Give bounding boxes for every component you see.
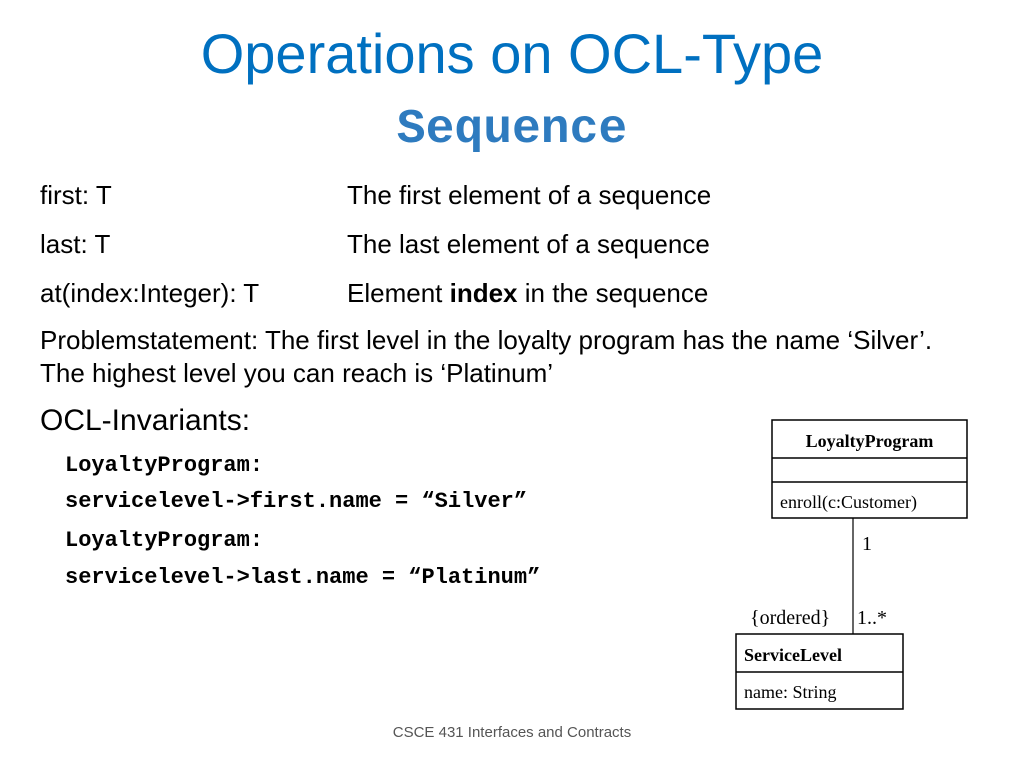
slide-title: Operations on OCL-Type	[200, 22, 824, 85]
slide-footer: CSCE 431 Interfaces and Contracts	[392, 724, 632, 741]
ocl-line-context-1: LoyaltyProgram:	[65, 453, 264, 478]
ocl-invariants-heading: OCL-Invariants:	[40, 404, 251, 437]
ocl-line-invariant-2: servicelevel->last.name = “Platinum”	[65, 565, 541, 590]
operation-description: The last element of a sequence	[347, 229, 710, 259]
class-loyaltyprogram: LoyaltyProgram enroll(c:Customer)	[771, 419, 968, 519]
operation-signature: first: T	[40, 180, 112, 210]
attribute-name: name: String	[744, 682, 837, 702]
operation-signature: last: T	[40, 229, 111, 259]
class-servicelevel: ServiceLevel name: String	[735, 633, 904, 710]
ocl-line-context-2: LoyaltyProgram:	[65, 528, 264, 553]
ocl-line-invariant-1: servicelevel->first.name = “Silver”	[65, 489, 528, 514]
operation-description: The first element of a sequence	[347, 180, 712, 210]
slide-subtitle: Sequence	[396, 103, 628, 157]
class-name-loyaltyprogram: LoyaltyProgram	[806, 431, 934, 451]
description-bold-index: index	[449, 278, 518, 308]
multiplicity-bottom: 1..*	[857, 607, 887, 629]
uml-class-diagram: LoyaltyProgram enroll(c:Customer) 1 {ord…	[735, 419, 968, 710]
multiplicity-top: 1	[862, 533, 872, 555]
ordered-constraint: {ordered}	[750, 607, 830, 629]
operation-signature: at(index:Integer): T	[40, 278, 260, 308]
operation-enroll: enroll(c:Customer)	[780, 492, 917, 513]
description-suffix: in the sequence	[517, 278, 709, 308]
operation-description: Element index in the sequence	[347, 280, 708, 306]
class-name-servicelevel: ServiceLevel	[744, 645, 842, 665]
problem-statement: Problemstatement: The first level in the…	[40, 325, 933, 388]
description-prefix: Element	[347, 278, 450, 308]
